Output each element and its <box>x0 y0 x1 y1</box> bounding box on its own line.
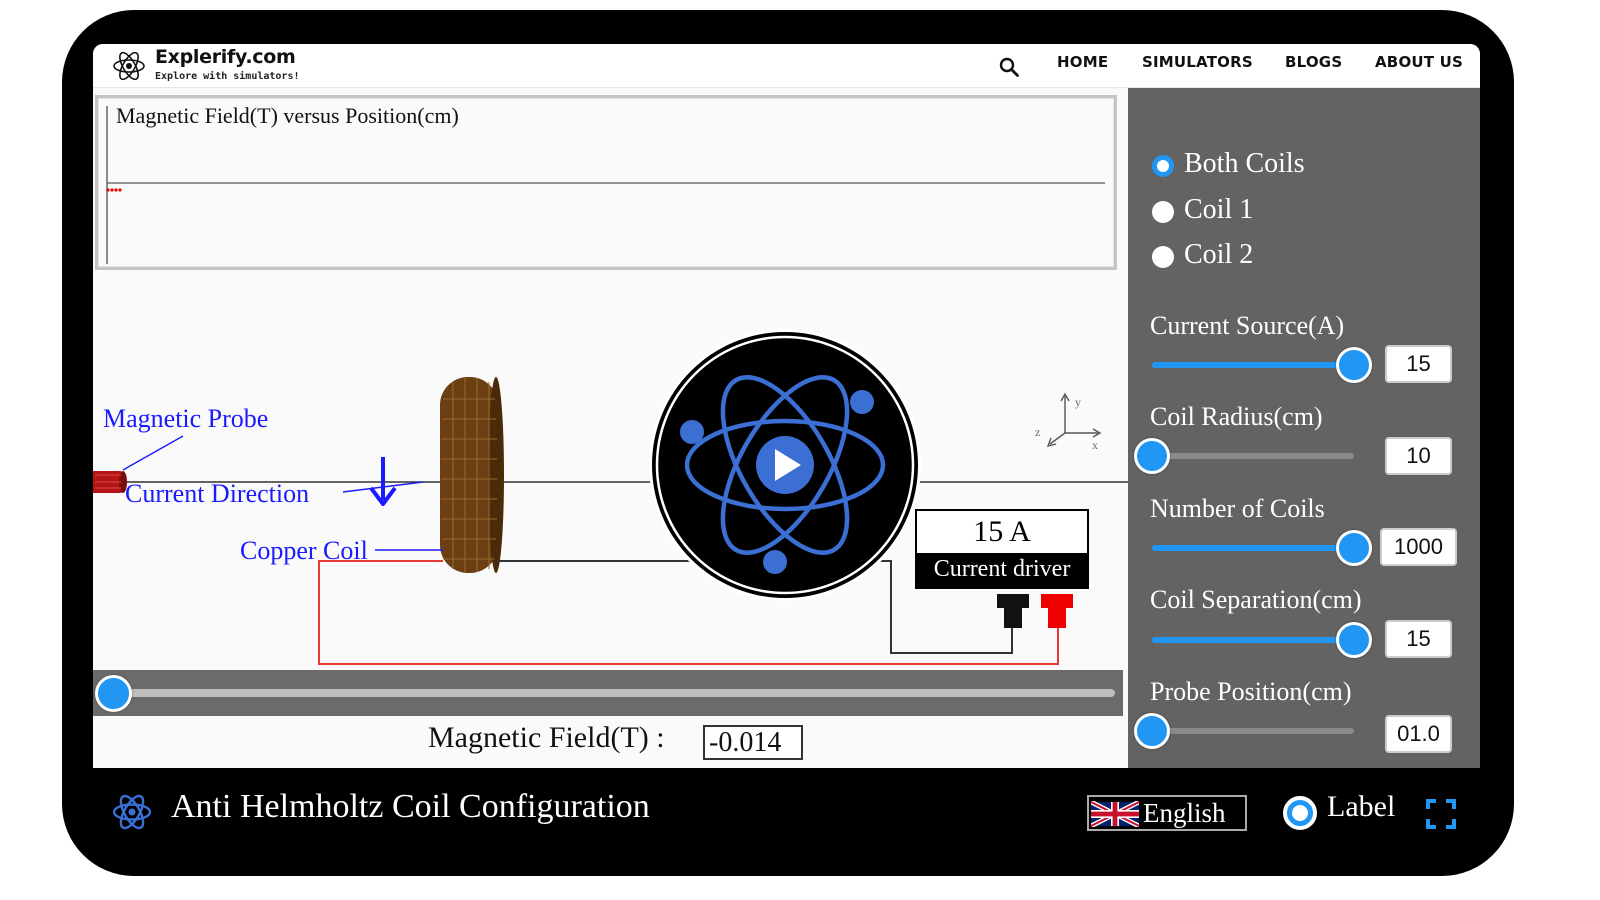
search-icon[interactable] <box>998 56 1020 78</box>
bottom-bar: Anti Helmholtz Coil Configuration Englis… <box>93 768 1480 842</box>
language-selector[interactable]: English <box>1087 795 1247 831</box>
slider-thumb[interactable] <box>1134 438 1170 474</box>
axis-label-y: y <box>1075 395 1081 409</box>
axis-label-z: z <box>1035 425 1040 439</box>
current-source-slider[interactable] <box>1152 347 1372 383</box>
xyz-axes-icon <box>1046 392 1102 448</box>
label-toggle[interactable] <box>1283 796 1317 830</box>
top-nav: Explerify.com Explore with simulators! H… <box>93 44 1480 88</box>
copper-coil <box>440 377 504 573</box>
current-driver: 15 A Current driver <box>915 509 1089 589</box>
current-source-input[interactable]: 15 <box>1385 345 1452 383</box>
number-of-coils-label: Number of Coils <box>1150 494 1325 523</box>
radio-unselected-icon[interactable] <box>1152 246 1174 268</box>
slider-thumb[interactable] <box>1134 713 1170 749</box>
label-magnetic-probe: Magnetic Probe <box>103 404 269 433</box>
black-terminal-icon <box>997 594 1029 628</box>
graph-title: Magnetic Field(T) versus Position(cm) <box>116 103 459 128</box>
slider-fill <box>1152 362 1354 368</box>
probe-position-label: Probe Position(cm) <box>1150 677 1352 706</box>
nav-simulators[interactable]: SIMULATORS <box>1142 53 1253 71</box>
brand-name[interactable]: Explerify.com <box>155 46 296 68</box>
radio-selected-icon[interactable] <box>1152 155 1174 177</box>
magnetic-probe <box>93 471 127 493</box>
graph-data-points <box>106 188 122 192</box>
uk-flag-icon <box>1091 801 1139 827</box>
simulation-title: Anti Helmholtz Coil Configuration <box>171 788 650 825</box>
label-copper-coil: Copper Coil <box>240 536 368 565</box>
radio-label: Coil 1 <box>1184 194 1254 225</box>
atom-icon <box>112 794 152 830</box>
label-current-direction: Current Direction <box>125 479 310 508</box>
probe-pointer-line <box>122 435 184 471</box>
radio-unselected-icon[interactable] <box>1152 201 1174 223</box>
coil-radius-slider[interactable] <box>1134 438 1354 474</box>
control-panel: Both Coils Coil 1 Coil 2 Current Source(… <box>1128 88 1480 768</box>
atom-logo-icon[interactable] <box>111 48 147 84</box>
app-screen: Explerify.com Explore with simulators! H… <box>93 44 1480 842</box>
red-terminal-icon <box>1041 594 1073 628</box>
simulation-scene: y x z <box>93 106 1128 665</box>
current-source-label: Current Source(A) <box>1150 311 1345 340</box>
slider-fill <box>1152 545 1354 551</box>
magnetic-field-value: -0.014 <box>703 725 803 760</box>
current-direction-arrow-icon <box>369 457 397 506</box>
radio-label: Coil 2 <box>1184 239 1254 270</box>
label-toggle-text: Label <box>1327 790 1396 823</box>
language-label: English <box>1143 798 1226 828</box>
coil-radius-label: Coil Radius(cm) <box>1150 402 1323 431</box>
atom-icon <box>684 375 886 555</box>
brand-tagline: Explore with simulators! <box>155 71 300 82</box>
fullscreen-icon[interactable] <box>1426 799 1456 829</box>
probe-position-thumb[interactable] <box>95 675 132 712</box>
play-icon <box>775 449 801 481</box>
probe-position-track[interactable] <box>113 689 1115 697</box>
coil-separation-slider[interactable] <box>1152 622 1372 658</box>
slider-thumb[interactable] <box>1336 530 1372 566</box>
slider-thumb[interactable] <box>1336 622 1372 658</box>
slider-fill <box>1152 637 1354 643</box>
probe-position-input[interactable]: 01.0 <box>1385 715 1452 753</box>
nav-blogs[interactable]: BLOGS <box>1285 53 1343 71</box>
number-of-coils-slider[interactable] <box>1152 530 1372 566</box>
nav-about-us[interactable]: ABOUT US <box>1375 53 1464 71</box>
number-of-coils-input[interactable]: 1000 <box>1380 528 1457 566</box>
play-button[interactable] <box>649 326 921 604</box>
coil-radius-input[interactable]: 10 <box>1385 437 1452 475</box>
nav-home[interactable]: HOME <box>1057 53 1109 71</box>
driver-label: Current driver <box>917 553 1087 587</box>
magnetic-field-label: Magnetic Field(T) : <box>428 721 665 754</box>
driver-current-value: 15 A <box>973 515 1031 548</box>
radio-label: Both Coils <box>1184 148 1305 179</box>
coil-separation-input[interactable]: 15 <box>1385 620 1452 658</box>
coil-separation-label: Coil Separation(cm) <box>1150 585 1362 614</box>
probe-position-slider[interactable] <box>1134 713 1354 749</box>
slider-thumb[interactable] <box>1336 347 1372 383</box>
axis-label-x: x <box>1092 438 1098 452</box>
